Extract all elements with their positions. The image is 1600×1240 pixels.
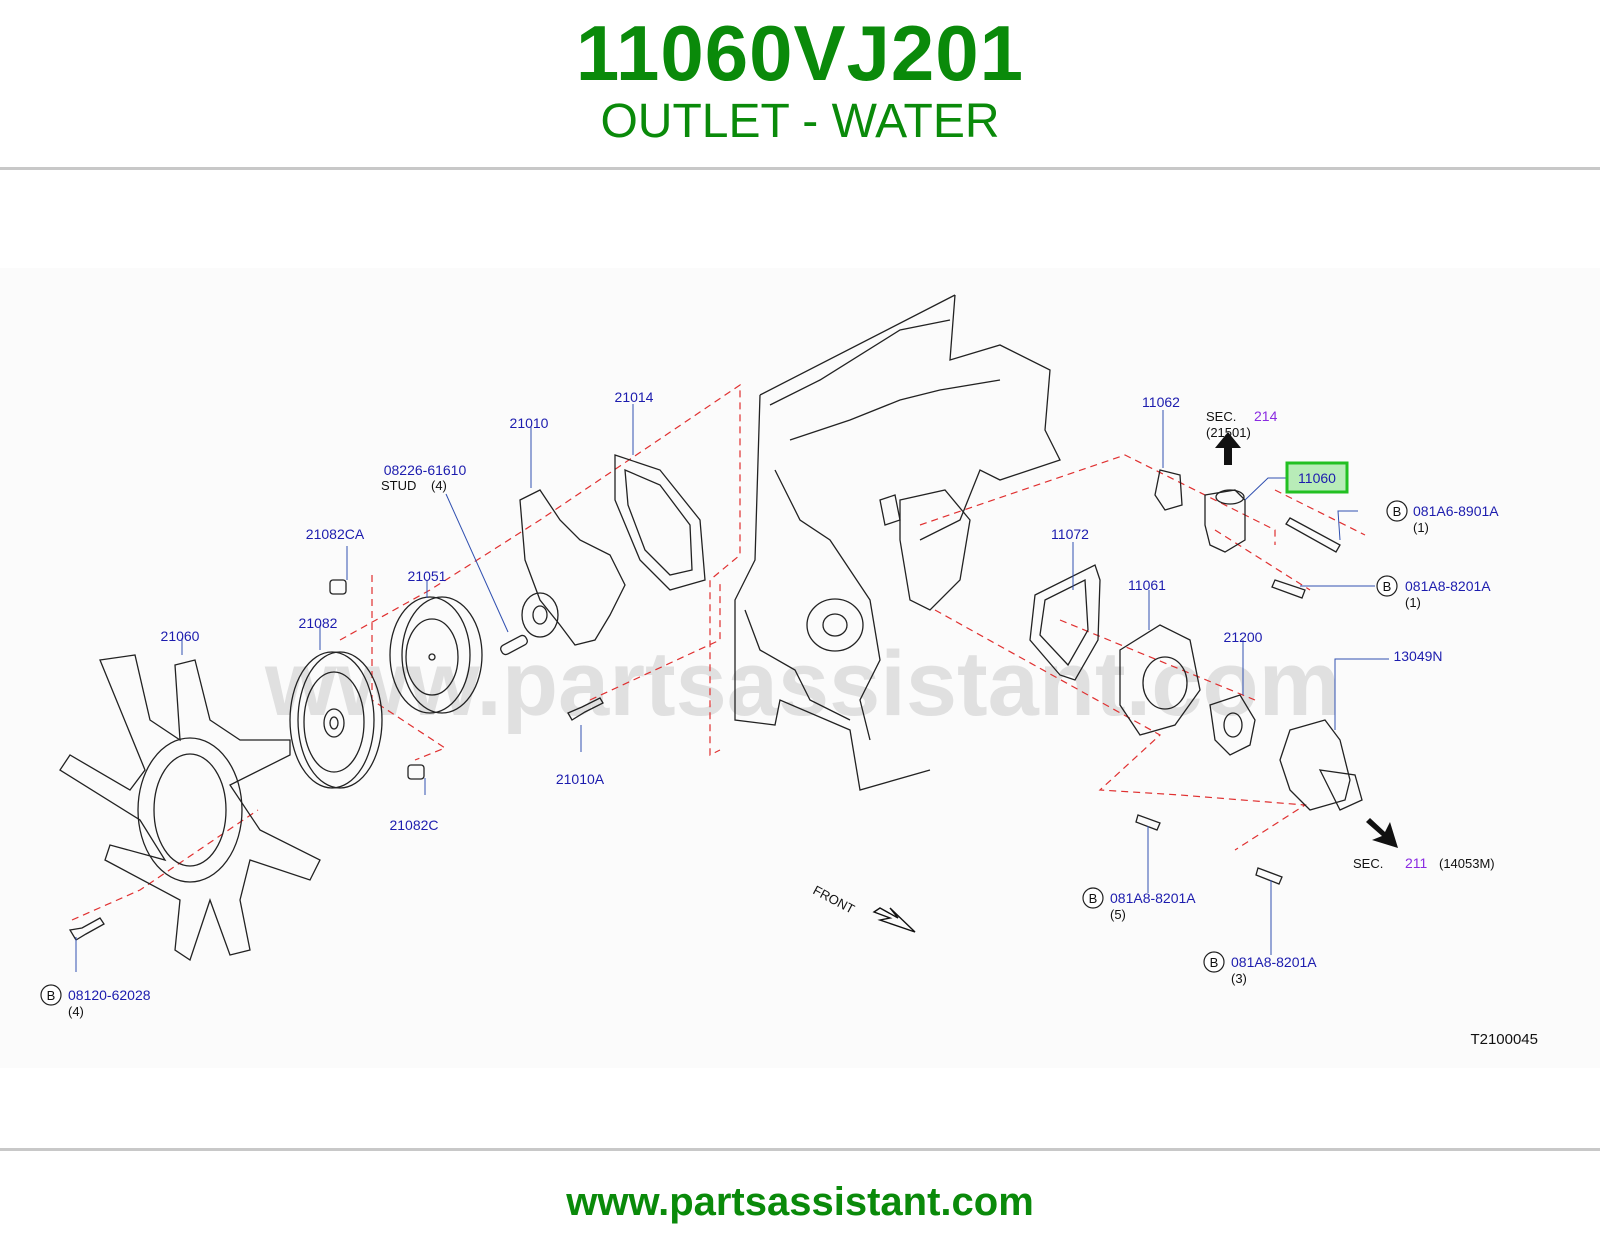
footer-divider [0, 1148, 1600, 1151]
bolt-callout-08120-62028[interactable]: B 08120-62028 (4) [40, 984, 151, 1019]
label-21082C[interactable]: 21082C [389, 817, 438, 833]
label-21082[interactable]: 21082 [299, 615, 338, 631]
sec-214-ref: (21501) [1206, 425, 1251, 440]
label-21010A[interactable]: 21010A [556, 771, 605, 787]
bolt-callout-081A8-8201A-1[interactable]: B 081A8-8201A (1) [1376, 575, 1491, 610]
flow-arrows [872, 432, 1398, 933]
pulley-21051-drawing [389, 596, 483, 714]
b-mark: B [1210, 955, 1219, 970]
fasteners-drawing [68, 517, 1341, 941]
label-081A6-8901A: 081A6-8901A [1413, 503, 1499, 519]
part-name-subtitle: OUTLET - WATER [600, 95, 1000, 148]
b-mark: B [1393, 504, 1402, 519]
sec-211-number[interactable]: 211 [1405, 855, 1428, 871]
qty-081A8-8201A: (5) [1110, 907, 1126, 922]
label-21082CA[interactable]: 21082CA [306, 526, 365, 542]
front-direction-label: FRONT [811, 882, 858, 916]
label-08226-61610[interactable]: 08226-61610 [384, 462, 467, 478]
label-21060[interactable]: 21060 [161, 628, 200, 644]
label-13049N[interactable]: 13049N [1393, 648, 1442, 664]
leader-lines [75, 404, 1389, 972]
label-11072[interactable]: 11072 [1051, 526, 1089, 542]
part-number-title: 11060VJ201 [575, 9, 1025, 97]
label-081A8-8201A: 081A8-8201A [1110, 890, 1196, 906]
fan-21060-drawing [59, 654, 321, 962]
label-11061[interactable]: 11061 [1128, 577, 1166, 593]
label-stud-qty: (4) [431, 478, 447, 493]
engine-block-drawing [734, 294, 1061, 791]
bolt-callout-081A8-8201A-5[interactable]: B 081A8-8201A (5) [1082, 887, 1196, 922]
exploded-parts-diagram: www.partsassistant.com [0, 268, 1600, 1068]
assembly-guide-lines [71, 383, 1366, 921]
diagram-svg: www.partsassistant.com [40, 294, 1538, 1048]
label-081A8-8201A: 081A8-8201A [1231, 954, 1317, 970]
sec-211-label: SEC. [1353, 856, 1383, 871]
b-mark: B [1383, 579, 1392, 594]
footer-website-link[interactable]: www.partsassistant.com [566, 1180, 1034, 1224]
qty-081A8-8201A: (3) [1231, 971, 1247, 986]
label-11060[interactable]: 11060 [1298, 470, 1336, 486]
thermostat-housing-drawing [1029, 564, 1363, 811]
qty-081A8-8201A: (1) [1405, 595, 1421, 610]
outlet-water-11060-drawing [1154, 469, 1246, 553]
page-header: 11060VJ201 OUTLET - WATER [0, 0, 1600, 168]
label-21200[interactable]: 21200 [1224, 629, 1263, 645]
label-08120-62028: 08120-62028 [68, 987, 151, 1003]
label-11062[interactable]: 11062 [1142, 394, 1180, 410]
sec-214-number[interactable]: 214 [1254, 408, 1278, 424]
b-mark: B [47, 988, 56, 1003]
diagram-code: T2100045 [1470, 1031, 1538, 1048]
water-pump-21010-drawing [519, 454, 706, 646]
label-21010[interactable]: 21010 [510, 415, 549, 431]
label-21014[interactable]: 21014 [615, 389, 654, 405]
bolt-callout-081A8-8201A-3[interactable]: B 081A8-8201A (3) [1203, 951, 1317, 986]
qty-08120-62028: (4) [68, 1004, 84, 1019]
label-21051[interactable]: 21051 [408, 568, 447, 584]
qty-081A6-8901A: (1) [1413, 520, 1429, 535]
b-mark: B [1089, 891, 1098, 906]
header-divider [0, 167, 1600, 170]
label-081A8-8201A: 081A8-8201A [1405, 578, 1491, 594]
sec-211-ref: (14053M) [1439, 856, 1495, 871]
label-stud: STUD [381, 478, 416, 493]
coupling-21082-drawing [289, 651, 383, 789]
highlight-box-11060 [1285, 461, 1349, 494]
sec-214-label: SEC. [1206, 409, 1236, 424]
bolt-callout-081A6-8901A[interactable]: B 081A6-8901A (1) [1386, 500, 1499, 535]
